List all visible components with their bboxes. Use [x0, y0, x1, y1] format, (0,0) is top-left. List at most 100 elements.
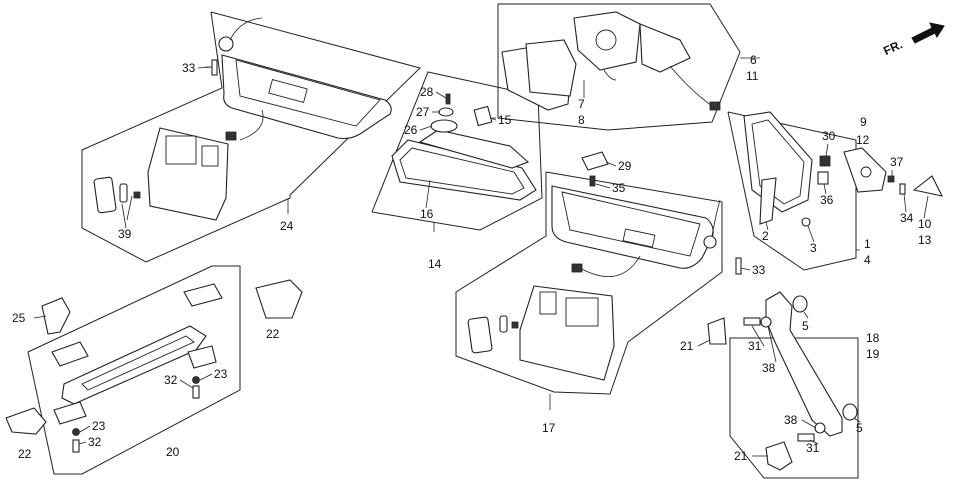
- clip-3: [801, 217, 811, 227]
- group-17-outline: [455, 171, 723, 395]
- screw-33-upper: [211, 59, 218, 76]
- mirror-housing-base: [639, 23, 691, 73]
- cover-22-lower: [5, 407, 47, 435]
- actuator-motor: [595, 29, 617, 51]
- callout-17: 17: [542, 421, 556, 435]
- assist-grip-handle: [61, 325, 207, 405]
- map-lamp-lens: [391, 139, 537, 201]
- clip-37: [887, 175, 895, 183]
- callout-36: 36: [820, 193, 834, 207]
- washer-27: [438, 107, 454, 117]
- vanity-mirror-glass: [165, 135, 197, 165]
- bolt-31-lower: [797, 433, 815, 442]
- callout-38-upper: 38: [762, 361, 776, 375]
- bushing-5-upper: [792, 295, 808, 313]
- vanity-switch: [201, 145, 219, 167]
- group-18-outline: [729, 337, 859, 479]
- lower-visor-wire: [579, 255, 641, 277]
- callout-13: 13: [918, 233, 932, 247]
- screw-33-lower: [735, 257, 742, 275]
- lower-vanity-switch: [539, 291, 557, 315]
- map-lamp-lens-inner: [399, 147, 525, 195]
- grip-bracket-left: [51, 341, 89, 367]
- visor-pivot-bracket: [218, 36, 234, 52]
- corner-garnish: [743, 111, 813, 213]
- callout-21-upper: 21: [680, 339, 694, 353]
- grip-cover-22-lower: [5, 407, 47, 435]
- callout-23-upper: 23: [214, 367, 228, 381]
- group-6-outside-mirror: [497, 3, 760, 131]
- cap-25: [41, 297, 71, 335]
- screw-34: [899, 183, 906, 195]
- callout-4: 4: [864, 253, 871, 267]
- washer-38-upper: [760, 316, 772, 328]
- callout-24: 24: [280, 219, 294, 233]
- lower-vanity-mirror-glass: [565, 297, 599, 327]
- callout-21-lower: 21: [734, 449, 748, 463]
- lower-vanity-lamp-bulb: [499, 315, 508, 333]
- garnish-clip-2: [759, 177, 777, 225]
- clip-29: [581, 151, 609, 171]
- group-24-outline: [81, 11, 421, 263]
- group-6-outline: [497, 3, 741, 131]
- callout-32-upper: 32: [164, 373, 178, 387]
- group-14-outline: [371, 71, 543, 231]
- callout-10: 10: [918, 217, 932, 231]
- callout-11: 11: [746, 69, 759, 83]
- lower-visor-mirror-cover: [622, 228, 656, 248]
- hinge-arm: [765, 291, 843, 437]
- wire-connector: [225, 131, 237, 141]
- front-direction-arrow: FR.: [881, 22, 945, 58]
- callout-32-lower: 32: [88, 435, 102, 449]
- callout-16: 16: [420, 207, 434, 221]
- callout-22-lower: 22: [18, 447, 32, 461]
- lower-vanity-lamp-lens: [467, 316, 493, 354]
- callout-34: 34: [900, 211, 914, 225]
- callout-labels: 33 39 24 28 27 26 15 16 14 7 8 6 11 30 3…: [12, 53, 932, 463]
- cover-22-upper: [255, 279, 303, 319]
- group-18-hinge-arm: [707, 291, 859, 479]
- callout-12: 12: [856, 133, 870, 147]
- callout-33-lower: 33: [752, 263, 766, 277]
- grip-bracket-top: [183, 283, 223, 307]
- callout-20: 20: [166, 445, 180, 459]
- callout-19: 19: [866, 347, 880, 361]
- vanity-mirror-panel: [147, 127, 229, 221]
- vanity-lamp-lens: [93, 176, 117, 214]
- mirror-harness-connector: [709, 101, 721, 111]
- group-17-sun-visor-lower: [455, 151, 742, 410]
- lower-vanity-panel: [519, 285, 615, 381]
- nut-30: [819, 155, 831, 167]
- screw-35: [589, 175, 596, 187]
- callout-29: 29: [618, 159, 632, 173]
- callout-23-lower: 23: [92, 419, 106, 433]
- group-24-sun-visor-upper: [81, 11, 421, 263]
- grip-bracket-bottom: [53, 401, 87, 425]
- callout-5-upper: 5: [802, 319, 809, 333]
- callout-27: 27: [416, 105, 430, 119]
- map-lamp-switch-15: [473, 105, 493, 127]
- map-lamp-housing: [418, 129, 530, 169]
- front-direction-label: FR.: [881, 37, 904, 58]
- bolt-31-upper: [743, 317, 761, 326]
- sun-visor-body: [221, 54, 392, 140]
- callout-6: 6: [750, 53, 757, 67]
- screw-32-lower: [72, 439, 80, 453]
- callout-28: 28: [420, 85, 434, 99]
- callout-18: 18: [866, 331, 880, 345]
- vanity-lamp-bulb: [119, 183, 128, 203]
- mirror-harness-wire: [669, 65, 713, 107]
- mirror-holder: [525, 39, 577, 97]
- garnish-9: [843, 147, 887, 193]
- callout-30: 30: [822, 129, 836, 143]
- screw-32-upper: [192, 385, 200, 399]
- grip-cover-22-upper: [255, 279, 303, 319]
- callout-31-lower: 31: [806, 441, 820, 455]
- callout-22-upper: 22: [266, 327, 280, 341]
- screw-28: [445, 93, 451, 105]
- callout-31-upper: 31: [748, 339, 762, 353]
- callout-9: 9: [860, 115, 867, 129]
- callout-35: 35: [612, 181, 626, 195]
- lower-visor-body: [551, 185, 714, 269]
